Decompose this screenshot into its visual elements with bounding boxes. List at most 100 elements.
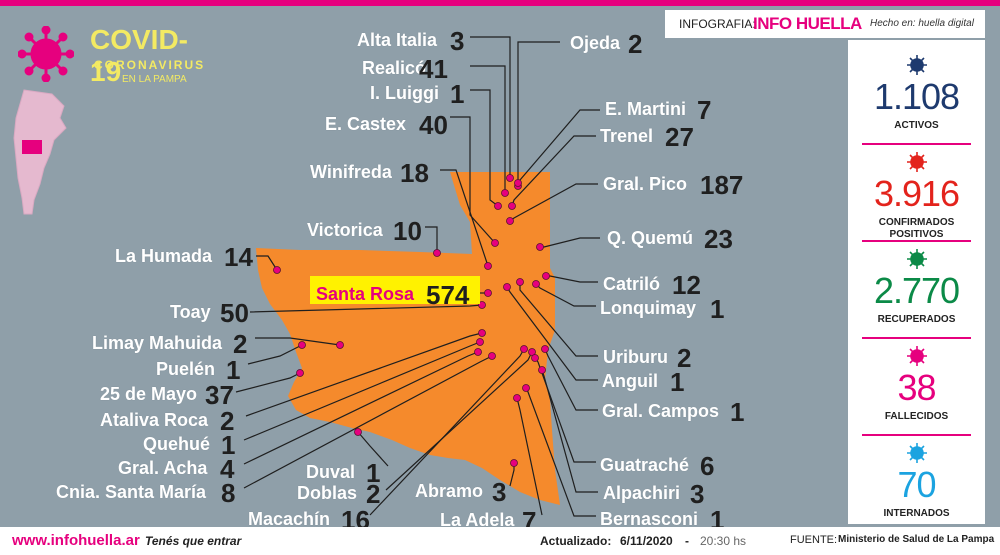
locality-dot-winifreda bbox=[484, 262, 492, 270]
locality-name-e-castex: E. Castex bbox=[325, 114, 407, 134]
leader-line-realico bbox=[470, 65, 506, 193]
locality-dot-i-luiggi bbox=[494, 202, 502, 210]
virus-icon bbox=[906, 248, 928, 270]
locality-dot-gral-pico bbox=[506, 217, 514, 225]
locality-value-gral-pico: 187 bbox=[700, 170, 744, 200]
locality-name-la-humada: La Humada bbox=[115, 246, 213, 266]
locality-dot-q-quemu bbox=[536, 243, 544, 251]
locality-value-doblas: 2 bbox=[366, 479, 381, 509]
locality-dot-santa-rosa bbox=[484, 289, 492, 297]
locality-name-gral-pico: Gral. Pico bbox=[603, 174, 688, 194]
footer-updated-time: 20:30 hs bbox=[700, 534, 747, 548]
footer-site[interactable]: www.infohuella.ar bbox=[12, 532, 140, 549]
locality-name-catrilo: Catriló bbox=[603, 274, 661, 294]
leader-line-25-de-mayo bbox=[235, 372, 301, 393]
locality-value-la-humada: 14 bbox=[224, 242, 253, 272]
locality-name-duval: Duval bbox=[306, 462, 356, 482]
header-title: COVID-19 bbox=[90, 24, 188, 87]
locality-dot-gral-campos bbox=[541, 345, 549, 353]
locality-name-victorica: Victorica bbox=[307, 220, 383, 240]
locality-value-winifreda: 18 bbox=[400, 158, 429, 188]
stat-value: 38 bbox=[897, 367, 936, 408]
leader-line-e-castex bbox=[450, 116, 496, 244]
locality-dot-catrilo bbox=[542, 272, 550, 280]
virus-icon bbox=[906, 151, 928, 173]
brand-label: INFOGRAFIA: bbox=[679, 17, 756, 31]
locality-dot-alpachiri bbox=[538, 366, 546, 374]
highlight-box-santa-rosa bbox=[310, 276, 480, 304]
locality-dot-limay-mahuida bbox=[336, 341, 344, 349]
locality-value-e-castex: 40 bbox=[419, 110, 448, 140]
locality-value-quehue: 1 bbox=[221, 430, 236, 460]
locality-dot-e-castex bbox=[491, 239, 499, 247]
header-logo: COVID-19 CORONAVIRUS EN LA PAMPA bbox=[10, 16, 203, 96]
locality-name-cnia-santa-maria: Cnia. Santa María bbox=[56, 482, 207, 502]
locality-value-puelen: 1 bbox=[226, 355, 241, 385]
locality-dot-lonquimay bbox=[532, 280, 540, 288]
stat-value: 2.770 bbox=[873, 270, 960, 311]
stat-separator bbox=[862, 337, 971, 339]
header-region: EN LA PAMPA bbox=[122, 74, 187, 85]
locality-name-alpachiri: Alpachiri bbox=[603, 483, 681, 503]
virus-icon bbox=[906, 345, 928, 367]
locality-name-uriburu: Uriburu bbox=[603, 347, 668, 367]
locality-dot-e-martini bbox=[514, 179, 522, 187]
leader-line-toay bbox=[249, 304, 483, 313]
locality-name-i-luiggi: I. Luiggi bbox=[370, 83, 439, 103]
brand-made-by: Hecho en: huella digital bbox=[870, 18, 974, 29]
locality-name-abramo: Abramo bbox=[415, 481, 484, 501]
stat-separator bbox=[862, 240, 971, 242]
leader-line-ojeda bbox=[517, 41, 560, 186]
footer-updated-date: 6/11/2020 bbox=[620, 534, 673, 548]
locality-dot-cnia-santa-maria bbox=[488, 352, 496, 360]
locality-name-winifreda: Winifreda bbox=[310, 162, 392, 182]
footer-updated-label: Actualizado: bbox=[540, 534, 612, 548]
locality-name-alta-italia: Alta Italia bbox=[357, 30, 438, 50]
locality-name-bernasconi: Bernasconi bbox=[600, 509, 699, 529]
leader-line-winifreda bbox=[440, 169, 489, 267]
locality-value-ojeda: 2 bbox=[628, 29, 643, 59]
locality-dot-doblas bbox=[528, 348, 536, 356]
stat-label: CONFIRMADOS POSITIVOS bbox=[878, 217, 955, 240]
locality-name-doblas: Doblas bbox=[297, 483, 358, 503]
locality-value-uriburu: 2 bbox=[677, 343, 692, 373]
stat-value: 70 bbox=[897, 464, 936, 505]
locality-name-macachin: Macachín bbox=[248, 509, 331, 529]
locality-value-q-quemu: 23 bbox=[704, 224, 733, 254]
leader-line-uriburu bbox=[519, 282, 598, 357]
footer-source: Ministerio de Salud de La Pampa bbox=[838, 534, 995, 545]
virus-icon bbox=[18, 26, 74, 82]
locality-dot-25-de-mayo bbox=[296, 369, 304, 377]
stat-value: 1.108 bbox=[873, 76, 960, 117]
locality-dot-abramo bbox=[510, 459, 518, 467]
locality-name-anguil: Anguil bbox=[602, 371, 658, 391]
locality-value-limay-mahuida: 2 bbox=[233, 329, 248, 359]
locality-value-gral-acha: 4 bbox=[220, 454, 235, 484]
locality-name-puelen: Puelén bbox=[156, 359, 216, 379]
locality-value-ataliva-roca: 2 bbox=[220, 406, 235, 436]
locality-name-quehue: Quehué bbox=[143, 434, 211, 454]
locality-dot-toay bbox=[478, 301, 486, 309]
leader-line-la-adela bbox=[516, 397, 543, 516]
brand-box: INFOGRAFIA: INFO HUELLA Hecho en: huella… bbox=[665, 10, 985, 38]
top-accent-bar bbox=[0, 0, 1000, 6]
locality-value-lonquimay: 1 bbox=[710, 294, 725, 324]
locality-dot-gral-acha bbox=[474, 348, 482, 356]
locality-value-gral-campos: 1 bbox=[730, 397, 745, 427]
locality-name-25-de-mayo: 25 de Mayo bbox=[100, 384, 198, 404]
locality-name-toay: Toay bbox=[170, 302, 211, 322]
locality-value-25-de-mayo: 37 bbox=[205, 380, 234, 410]
locality-value-victorica: 10 bbox=[393, 216, 422, 246]
footer-separator: - bbox=[685, 534, 689, 548]
stat-separator bbox=[862, 434, 971, 436]
footer-bar: www.infohuella.ar Tenés que entrar Actua… bbox=[0, 527, 1000, 555]
leader-line-duval bbox=[357, 431, 389, 467]
argentina-minimap bbox=[13, 89, 67, 215]
locality-name-limay-mahuida: Limay Mahuida bbox=[92, 333, 223, 353]
locality-value-cnia-santa-maria: 8 bbox=[221, 478, 236, 508]
leader-line-puelen bbox=[247, 344, 303, 365]
locality-value-alta-italia: 3 bbox=[450, 26, 465, 56]
locality-dot-alta-italia bbox=[506, 174, 514, 182]
